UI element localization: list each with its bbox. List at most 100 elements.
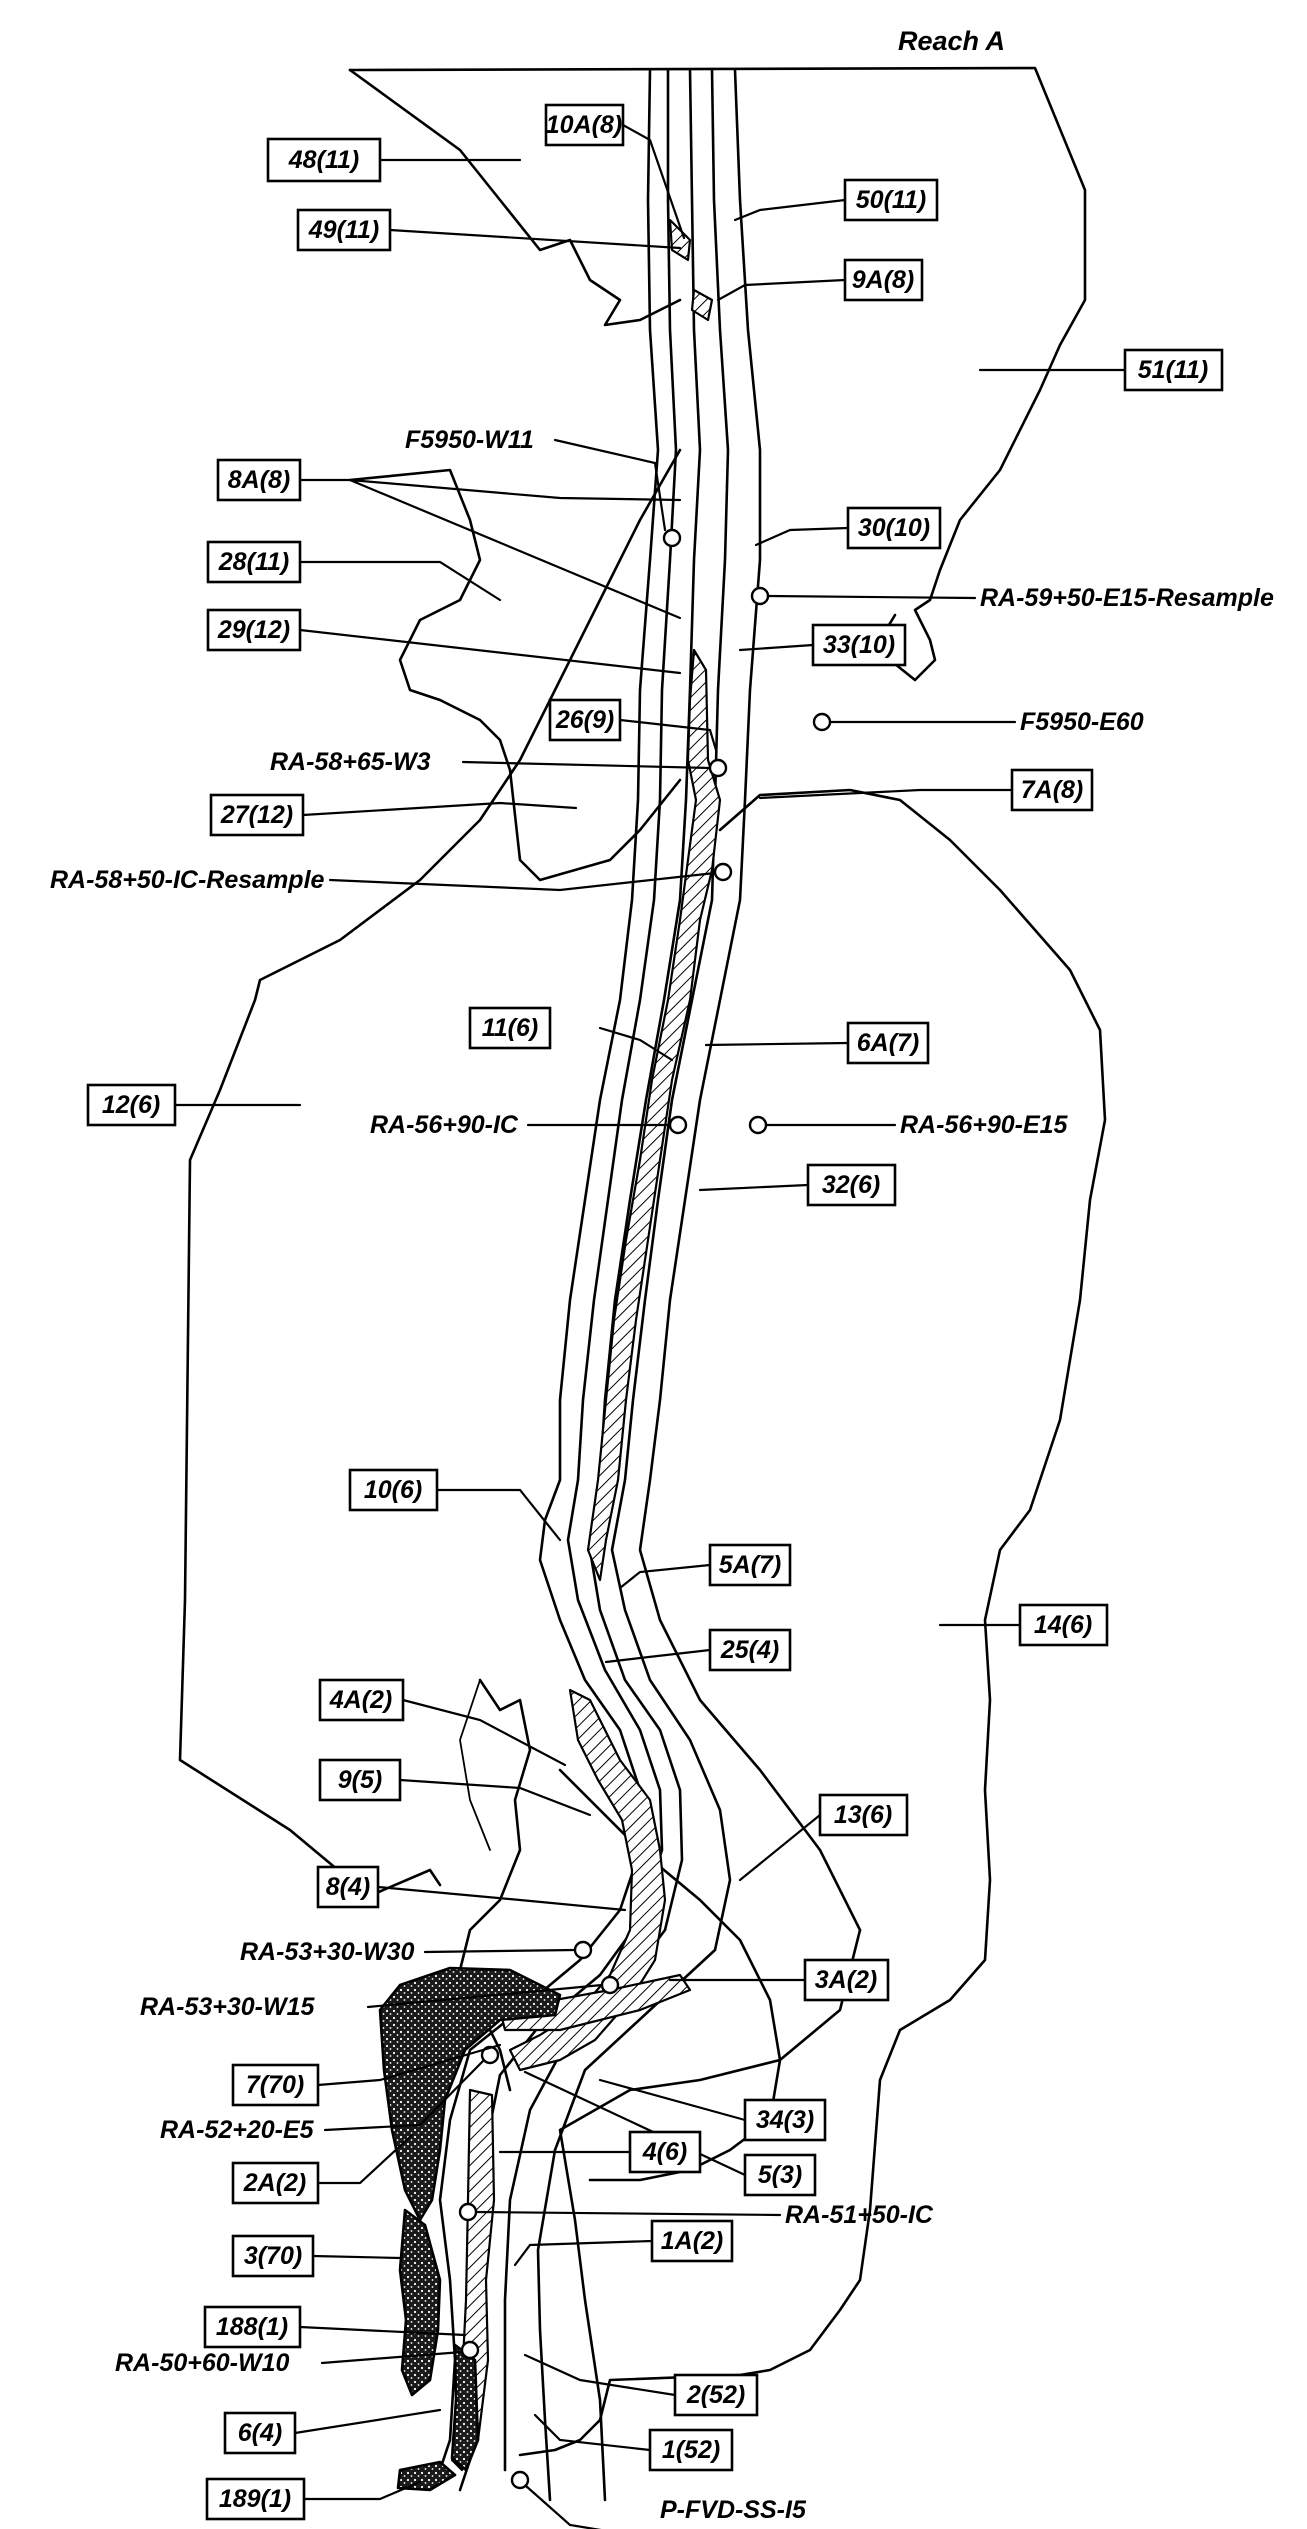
svg-text:49(11): 49(11) — [308, 216, 379, 244]
area-label-10a-8: 10A(8) — [546, 105, 623, 145]
area-label-14-6: 14(6) — [1020, 1605, 1107, 1645]
area-label-7-70: 7(70) — [233, 2065, 318, 2105]
area-label-48-11: 48(11) — [268, 139, 380, 181]
stipple-area-3-70 — [400, 2210, 440, 2395]
sample-label-ra-59-50-e15-resample: RA-59+50-E15-Resample — [980, 584, 1274, 612]
svg-text:2A(2): 2A(2) — [243, 2169, 307, 2197]
svg-text:9A(8): 9A(8) — [852, 266, 915, 294]
sample-point-ra-53-30-w15 — [602, 1977, 618, 1993]
sample-label-ra-58-50-ic-resample: RA-58+50-IC-Resample — [50, 866, 325, 894]
svg-text:32(6): 32(6) — [822, 1171, 880, 1199]
area-label-13-6: 13(6) — [820, 1795, 907, 1835]
svg-text:1A(2): 1A(2) — [661, 2227, 724, 2255]
area-label-2a-2: 2A(2) — [233, 2163, 318, 2203]
outline-area-9-lobe — [460, 1680, 490, 1850]
svg-text:33(10): 33(10) — [823, 631, 895, 659]
channel-line-west — [568, 70, 676, 1920]
svg-text:6A(7): 6A(7) — [857, 1029, 920, 1057]
outline-area-27 — [510, 770, 680, 880]
svg-text:9(5): 9(5) — [338, 1766, 382, 1794]
area-label-12-6: 12(6) — [88, 1085, 175, 1125]
svg-text:4A(2): 4A(2) — [329, 1686, 393, 1714]
sample-label-ra-56-90-ic: RA-56+90-IC — [370, 1111, 519, 1139]
svg-text:48(11): 48(11) — [288, 146, 359, 174]
area-label-27-12: 27(12) — [211, 795, 303, 835]
svg-text:188(1): 188(1) — [216, 2313, 288, 2341]
svg-text:28(11): 28(11) — [218, 548, 289, 576]
area-label-2-52: 2(52) — [675, 2375, 757, 2415]
area-label-188-1: 188(1) — [205, 2307, 300, 2347]
area-label-49-11: 49(11) — [298, 210, 390, 250]
svg-text:27(12): 27(12) — [220, 801, 293, 829]
area-label-51-11: 51(11) — [1125, 350, 1222, 390]
svg-text:1(52): 1(52) — [662, 2436, 720, 2464]
area-label-8a-8: 8A(8) — [218, 460, 300, 500]
sample-label-ra-50-60-w10: RA-50+60-W10 — [115, 2349, 289, 2377]
stipple-area-188 — [452, 2345, 478, 2470]
area-label-3-70: 3(70) — [233, 2236, 313, 2276]
sample-label-f5950-w11: F5950-W11 — [405, 426, 534, 454]
area-label-29-12: 29(12) — [208, 610, 300, 650]
svg-text:4(6): 4(6) — [642, 2138, 687, 2166]
area-label-5a-7: 5A(7) — [710, 1545, 790, 1585]
svg-text:34(3): 34(3) — [756, 2106, 814, 2134]
svg-text:29(12): 29(12) — [217, 616, 290, 644]
sample-point-ra-53-30-w30 — [575, 1942, 591, 1958]
stipple-area-189 — [398, 2462, 455, 2490]
svg-text:14(6): 14(6) — [1034, 1611, 1092, 1639]
sample-label-ra-53-30-w30: RA-53+30-W30 — [240, 1938, 414, 1966]
area-label-6-4: 6(4) — [225, 2413, 295, 2453]
svg-text:8(4): 8(4) — [326, 1873, 370, 1901]
svg-text:8A(8): 8A(8) — [228, 466, 291, 494]
area-label-3a-2: 3A(2) — [805, 1960, 888, 2000]
svg-text:6(4): 6(4) — [238, 2419, 282, 2447]
svg-text:12(6): 12(6) — [102, 1091, 160, 1119]
svg-text:10(6): 10(6) — [364, 1476, 422, 1504]
sample-point-f5950-e60 — [814, 714, 830, 730]
outline-area-28 — [350, 470, 510, 770]
svg-text:189(1): 189(1) — [219, 2485, 291, 2513]
area-label-189-1: 189(1) — [207, 2479, 304, 2519]
sample-label-ra-53-30-w15: RA-53+30-W15 — [140, 1993, 315, 2021]
area-label-26-9: 26(9) — [550, 700, 620, 740]
area-label-6a-7: 6A(7) — [848, 1023, 928, 1063]
svg-text:3A(2): 3A(2) — [815, 1966, 878, 1994]
area-label-10-6: 10(6) — [350, 1470, 437, 1510]
area-label-50-11: 50(11) — [845, 180, 937, 220]
sample-label-p-fvd-ss-i5: P-FVD-SS-I5 — [660, 2496, 807, 2524]
svg-text:3(70): 3(70) — [244, 2242, 302, 2270]
sample-label-ra-52-20-e5: RA-52+20-E5 — [160, 2116, 315, 2144]
svg-text:10A(8): 10A(8) — [546, 111, 622, 139]
reach-title: Reach A — [898, 26, 1005, 56]
area-label-32-6: 32(6) — [808, 1165, 895, 1205]
sample-point-ra-51-50-ic — [460, 2204, 476, 2220]
sample-point-f5950-w11 — [664, 530, 680, 546]
sample-point-ra-56-90-e15 — [750, 1117, 766, 1133]
outline-area-12 — [180, 450, 680, 1900]
area-label-33-10: 33(10) — [813, 625, 905, 665]
svg-text:7(70): 7(70) — [246, 2071, 304, 2099]
area-label-9a-8: 9A(8) — [845, 260, 922, 300]
area-label-28-11: 28(11) — [208, 542, 300, 582]
sample-label-ra-56-90-e15: RA-56+90-E15 — [900, 1111, 1069, 1139]
svg-text:51(11): 51(11) — [1138, 356, 1208, 384]
area-label-5-3: 5(3) — [745, 2155, 815, 2195]
sample-point-ra-59-50-e15 — [752, 588, 768, 604]
sample-point-ra-50-60-w10 — [462, 2342, 478, 2358]
area-label-1a-2: 1A(2) — [652, 2221, 732, 2261]
svg-text:5(3): 5(3) — [758, 2161, 802, 2189]
sample-label-ra-58-65-w3: RA-58+65-W3 — [270, 748, 431, 776]
svg-text:7A(8): 7A(8) — [1021, 776, 1084, 804]
area-label-1-52: 1(52) — [650, 2430, 732, 2470]
svg-text:13(6): 13(6) — [834, 1801, 892, 1829]
sample-point-ra-58-50-ic — [715, 864, 731, 880]
area-label-7a-8: 7A(8) — [1012, 770, 1092, 810]
svg-text:30(10): 30(10) — [858, 514, 930, 542]
area-label-30-10: 30(10) — [848, 508, 940, 548]
area-label-9-5: 9(5) — [320, 1760, 400, 1800]
svg-text:25(4): 25(4) — [720, 1636, 779, 1664]
area-label-8-4: 8(4) — [318, 1867, 378, 1907]
svg-text:26(9): 26(9) — [555, 706, 614, 734]
svg-text:2(52): 2(52) — [686, 2381, 745, 2409]
sample-point-ra-56-90-ic — [670, 1117, 686, 1133]
